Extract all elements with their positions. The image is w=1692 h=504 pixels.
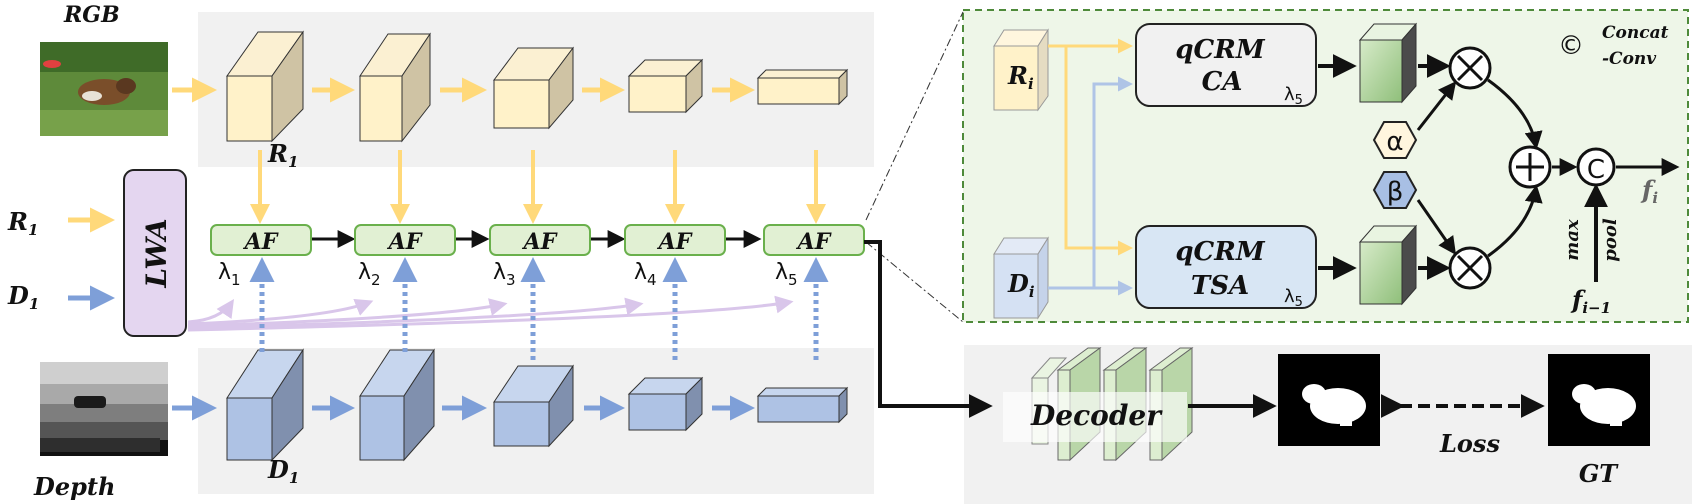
rgb-block-5: [756, 68, 849, 106]
qcrm-tsa-block: qCRM TSA λ5: [1135, 225, 1317, 310]
mult-to-add-curve-bottom: [1487, 184, 1543, 258]
r1-block-label: R1: [267, 139, 298, 171]
f-prev-label: fi−1: [1570, 285, 1611, 317]
rgb-block-2: [359, 32, 431, 143]
rgb-label: RGB: [63, 2, 120, 28]
ri-cube: [993, 28, 1049, 112]
alpha-hexagon: α: [1372, 121, 1418, 159]
rgb-block-3: [493, 46, 574, 130]
lambda-5: λ5: [775, 260, 798, 289]
d1-block-label: D1: [267, 455, 299, 487]
af-label-5: AF: [796, 229, 832, 255]
qcrm-ca-title: qCRM: [1175, 35, 1265, 65]
depth-image: [40, 362, 168, 456]
depth-block-1: [226, 348, 304, 462]
concat-legend-symbol: ©: [1558, 31, 1584, 61]
concat-icon: C: [1576, 147, 1616, 187]
decoder-label: Decoder: [1030, 399, 1163, 432]
rgb-block-4: [627, 58, 704, 114]
loss-label: Loss: [1439, 429, 1500, 458]
af-block-5: AF: [763, 224, 865, 256]
qcrm-ca-lambda: λ5: [1284, 84, 1303, 108]
ri-label: Ri: [1007, 61, 1034, 93]
r1-input-label: R1: [7, 207, 38, 239]
lambda-3: λ3: [493, 260, 516, 289]
rgb-to-af-arrows: [250, 150, 826, 224]
af-block-3: AF: [489, 224, 591, 256]
concat-node-label: C: [1587, 155, 1605, 185]
rgb-block-1: [226, 30, 304, 143]
lwa-weight-curves: [187, 295, 794, 332]
af-block-1: AF: [210, 224, 312, 256]
af-label-2: AF: [387, 229, 423, 255]
decoder-label-bg: [1003, 392, 1187, 442]
lambda-2: λ2: [358, 260, 381, 289]
mult-to-add-curve-top: [1487, 78, 1543, 150]
gt-label: GT: [1579, 459, 1619, 488]
d1-input-label: D1: [7, 281, 39, 313]
alpha-to-mult-arrow: [1416, 81, 1457, 131]
af-to-decoder-path: [864, 240, 993, 418]
depth-to-af-arrows: [249, 257, 829, 360]
depth-block-5: [756, 386, 849, 424]
qcrm-tsa-title: qCRM: [1175, 237, 1265, 267]
tsa-feature-cube: [1358, 224, 1418, 306]
pool-label: pool: [1600, 218, 1621, 262]
beta-hexagon: β: [1372, 171, 1418, 209]
lambda-1: λ1: [218, 260, 241, 289]
zoom-line-top: [865, 11, 964, 221]
lwa-label: LWA: [140, 218, 173, 288]
depth-label: Depth: [33, 472, 115, 501]
depth-block-4: [627, 376, 704, 432]
af-label-1: AF: [243, 229, 279, 255]
alpha-label: α: [1386, 127, 1403, 157]
lambda-4: λ4: [634, 260, 657, 289]
ri-paths: [1048, 38, 1133, 256]
gt-mask: [1548, 354, 1650, 446]
multiply-icon: [1448, 46, 1492, 90]
depth-block-2: [359, 348, 435, 462]
af-block-4: AF: [624, 224, 726, 256]
qcrm-tsa-lambda: λ5: [1284, 286, 1303, 310]
depth-block-3: [493, 364, 574, 448]
qcrm-ca-block: qCRM CA λ5: [1135, 23, 1317, 108]
prediction-mask: [1278, 354, 1380, 446]
ca-label: CA: [1202, 67, 1243, 97]
di-label: Di: [1007, 269, 1035, 301]
lwa-block: [123, 169, 187, 337]
beta-to-mult-arrow: [1416, 199, 1457, 255]
rgb-image: [40, 42, 168, 136]
af-block-2: AF: [354, 224, 456, 256]
concat-legend-line1: Concat: [1602, 23, 1669, 43]
tsa-label: TSA: [1191, 271, 1249, 301]
max-label: max: [1562, 219, 1583, 261]
ca-feature-cube: [1358, 22, 1418, 104]
di-cube: [993, 236, 1049, 320]
af-label-4: AF: [657, 229, 693, 255]
di-paths: [1048, 76, 1133, 296]
multiply-icon: [1448, 246, 1492, 290]
concat-legend-line2: -Conv: [1602, 49, 1657, 69]
zoom-line-bottom: [865, 241, 964, 323]
af-label-3: AF: [522, 229, 558, 255]
fi-output-label: fi: [1640, 175, 1658, 207]
beta-label: β: [1387, 177, 1404, 207]
add-icon: [1508, 145, 1552, 189]
